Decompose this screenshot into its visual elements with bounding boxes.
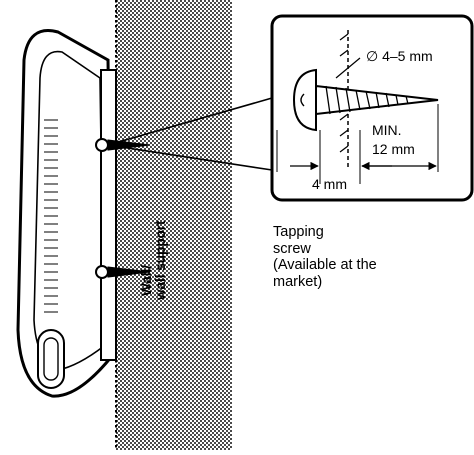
screw-caption-line: Tapping [273,224,324,240]
device-ridges [44,119,58,313]
wall-label-line: wall support [153,220,168,300]
screw-detail-callout [270,14,474,202]
wall-hatching [116,0,232,450]
device-body [16,29,117,398]
wall [115,0,232,450]
mounting-plate [100,69,117,361]
min-label: MIN. [372,122,402,138]
screw-caption-line: screw [273,240,311,257]
lower-screw [95,265,151,279]
screw-caption-line: market) [273,273,323,290]
diameter-label: ∅ 4–5 mm [366,48,433,64]
head-length-label: 4 mm [312,176,347,192]
detail-screw-threads [325,85,409,115]
detail-screw-slot [300,93,305,107]
min-value-label: 12 mm [372,141,415,157]
wall-label-line: Wall/ [139,264,154,296]
detail-screw-head [292,68,317,132]
screw-caption: Tapping screw (Available at the market) [273,224,463,290]
diameter-leader [335,57,361,79]
detail-wall-hatch [339,33,349,153]
screw-caption-line: (Available at the [273,257,377,274]
device-inner-shell [33,50,105,371]
wall-label: Wall/ wall support [139,170,168,300]
callout-pointer [107,97,273,171]
device-slot-inner [43,337,59,381]
